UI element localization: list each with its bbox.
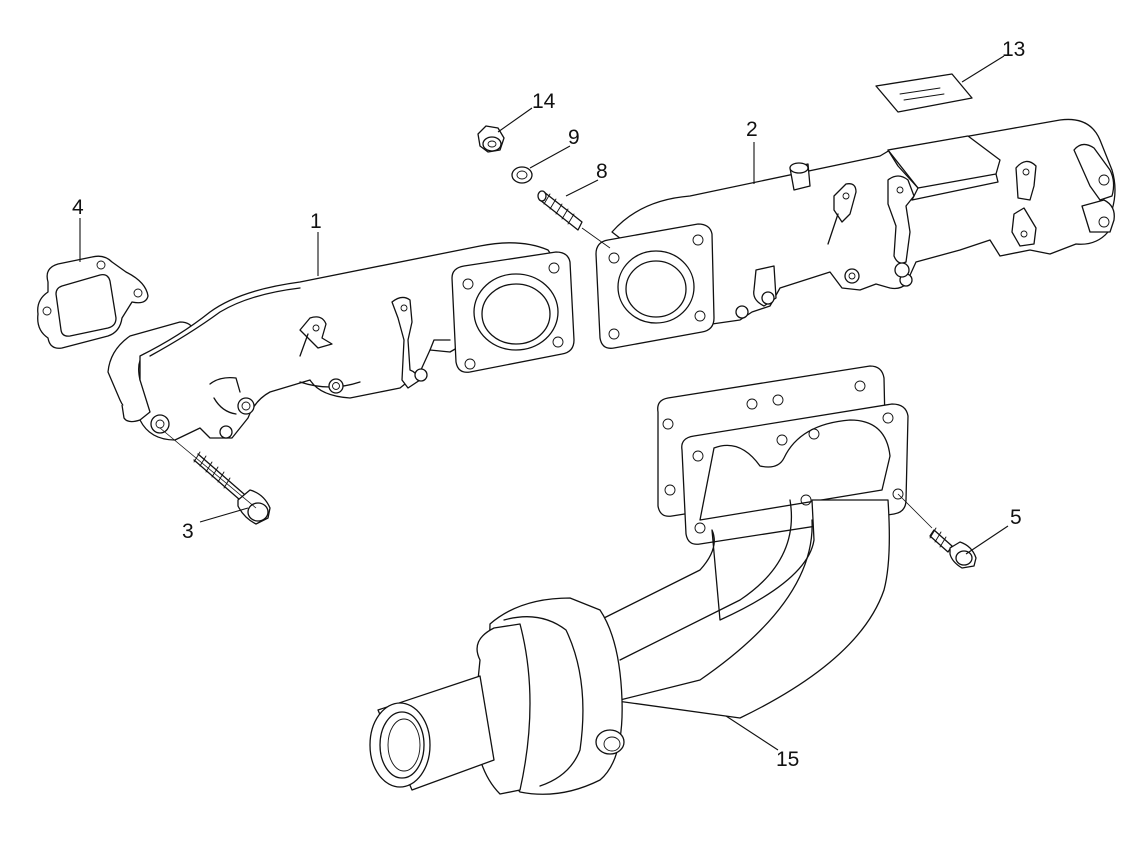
callout-14: 14 — [532, 90, 556, 113]
leader-8-to-2 — [581, 227, 611, 249]
leader-15 — [725, 715, 779, 751]
callout-4: 4 — [72, 196, 84, 219]
leader-lines — [79, 55, 1009, 751]
part-4-gasket — [37, 255, 149, 349]
leader-14 — [497, 107, 533, 133]
callout-1: 1 — [310, 210, 322, 233]
callout-13: 13 — [1002, 38, 1025, 61]
leader-5-to-15 — [897, 493, 933, 529]
part-3-bolt — [193, 451, 271, 525]
leader-3-to-1 — [159, 427, 257, 509]
callout-9: 9 — [568, 126, 580, 149]
callout-5: 5 — [1010, 506, 1022, 529]
part-2-right-manifold — [595, 118, 1116, 349]
part-1-left-manifold — [107, 242, 575, 441]
callout-2: 2 — [746, 118, 758, 141]
part-13-plate — [875, 73, 973, 113]
leader-3 — [199, 507, 249, 523]
callout-labels: 1 2 3 4 5 8 9 13 14 15 — [72, 38, 1025, 771]
part-8-stud — [537, 190, 583, 231]
callout-8: 8 — [596, 160, 608, 183]
leader-9 — [529, 145, 571, 169]
leader-13 — [961, 55, 1005, 83]
leader-8 — [565, 179, 599, 197]
part-9-washer — [511, 166, 533, 184]
part-15-exhaust-pipe — [369, 365, 909, 795]
part-14-nut — [477, 125, 505, 153]
part-5-bolt — [929, 527, 977, 569]
callout-15: 15 — [776, 748, 799, 771]
leader-5 — [965, 525, 1009, 555]
callout-3: 3 — [182, 520, 194, 543]
